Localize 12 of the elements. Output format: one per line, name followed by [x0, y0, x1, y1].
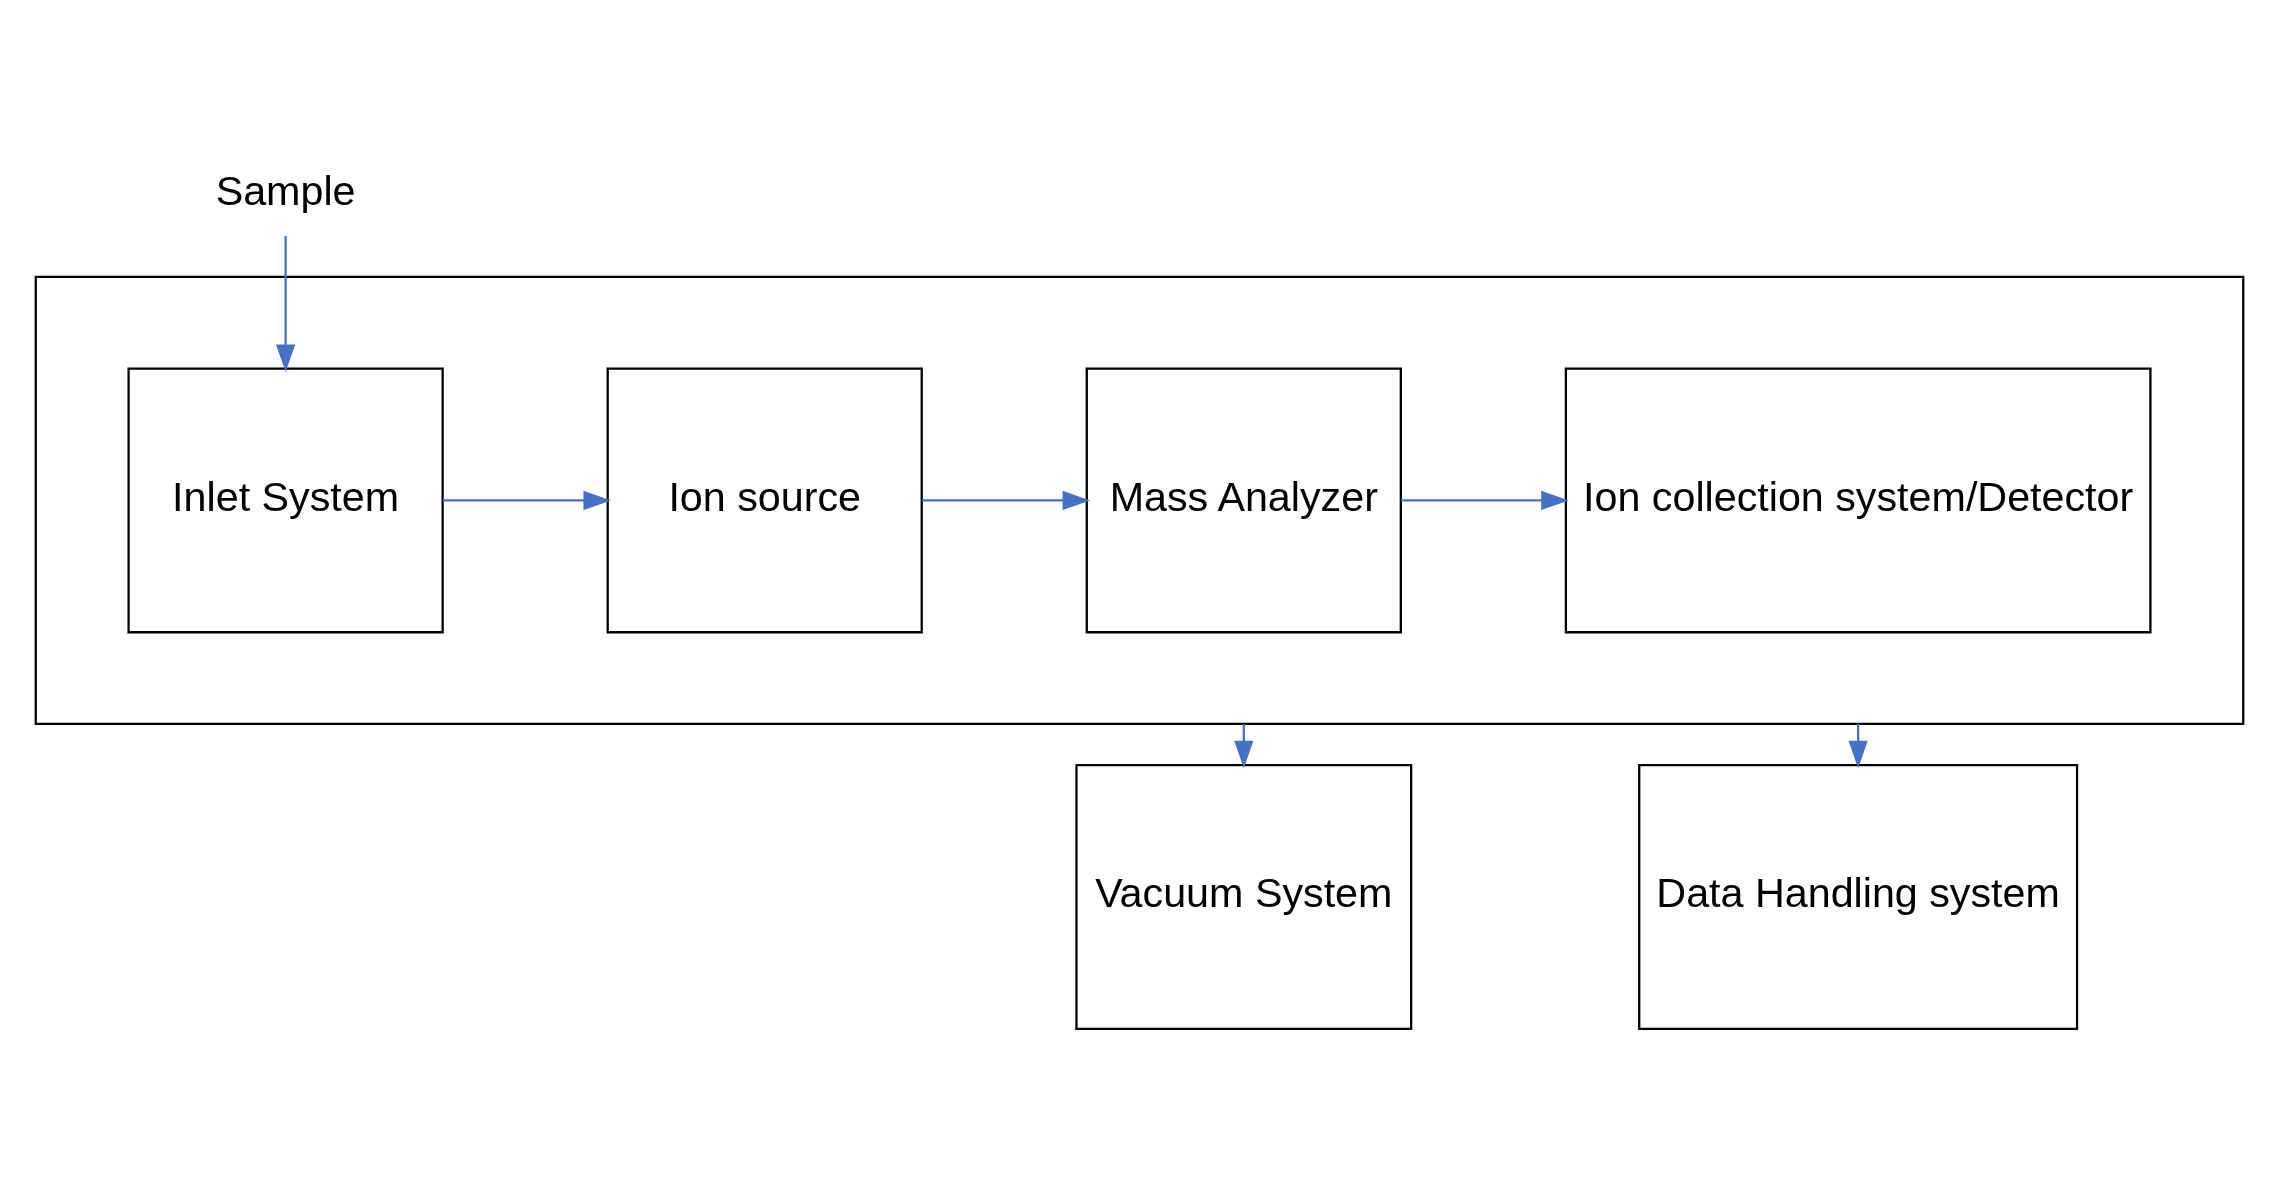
node-text: Sample [215, 167, 356, 214]
node-box: Inlet System [127, 367, 444, 633]
node-box: Mass Analyzer [1085, 367, 1402, 633]
node-box: Ion source [606, 367, 923, 633]
node-box: Vacuum System [1075, 763, 1413, 1030]
node-box: Data Handling system [1638, 763, 2079, 1030]
arrow [1401, 490, 1569, 510]
arrow [275, 235, 296, 372]
arrow [442, 490, 611, 510]
arrow [921, 490, 1091, 510]
cluster [34, 275, 2245, 725]
node-box: Ion collection system/Detector [1564, 367, 2152, 633]
